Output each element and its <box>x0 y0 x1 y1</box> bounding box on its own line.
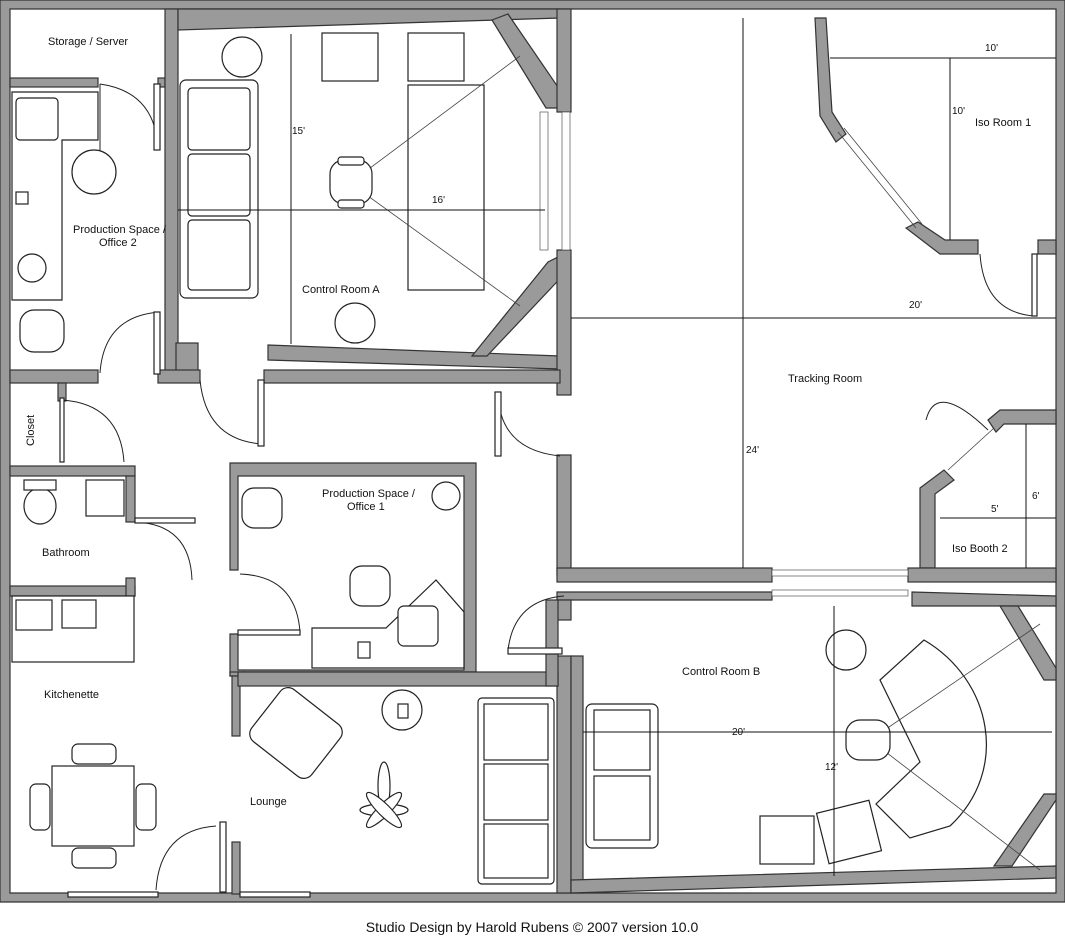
label-closet: Closet <box>25 415 37 446</box>
dim-iso-room-1-depth: 10' <box>952 106 965 117</box>
label-iso-room-1: Iso Room 1 <box>975 117 1031 129</box>
label-iso-booth-2: Iso Booth 2 <box>952 543 1008 555</box>
dining-table-icon <box>29 743 157 869</box>
dimension-lines <box>178 18 1056 876</box>
console-chair-icon <box>845 719 891 761</box>
dim-control-room-a-width: 16' <box>432 195 445 206</box>
label-production-space-2-line2: Office 2 <box>99 237 137 249</box>
label-production-space-1-line1: Production Space / <box>322 488 416 500</box>
dim-iso-booth-2-width: 5' <box>991 504 999 515</box>
dim-tracking-room-depth: 24' <box>746 445 759 456</box>
couch-icon <box>477 697 555 885</box>
label-tracking-room: Tracking Room <box>788 373 862 385</box>
label-kitchenette: Kitchenette <box>44 689 99 701</box>
dim-control-room-b-width: 20' <box>732 727 745 738</box>
furniture <box>11 32 1041 885</box>
walls <box>0 0 1065 903</box>
footer-credit: Studio Design by Harold Rubens © 2007 ve… <box>366 919 699 935</box>
label-bathroom: Bathroom <box>42 547 90 559</box>
room-labels: Storage / Server Production Space / Offi… <box>25 36 1031 808</box>
dim-iso-room-1-width: 10' <box>985 43 998 54</box>
couch-icon <box>585 703 659 849</box>
dim-control-room-a-depth: 15' <box>292 126 305 137</box>
dim-control-room-b-depth: 12' <box>825 762 838 773</box>
doors <box>59 83 1038 898</box>
couch-icon <box>179 79 259 299</box>
dimension-labels: 15' 16' 10' 10' 20' 24' 5' 6' 20' 12' <box>292 43 1040 773</box>
label-control-room-a: Control Room A <box>302 284 380 296</box>
dim-iso-booth-2-depth: 6' <box>1032 491 1040 502</box>
windows <box>539 111 995 597</box>
console-chair-icon <box>329 156 373 209</box>
label-control-room-b: Control Room B <box>682 666 760 678</box>
plant-icon <box>359 761 409 829</box>
dim-tracking-room-width: 20' <box>909 300 922 311</box>
label-storage: Storage / Server <box>48 36 128 48</box>
label-lounge: Lounge <box>250 796 287 808</box>
label-production-space-1-line2: Office 1 <box>347 501 385 513</box>
label-production-space-2-line1: Production Space / <box>73 224 167 236</box>
